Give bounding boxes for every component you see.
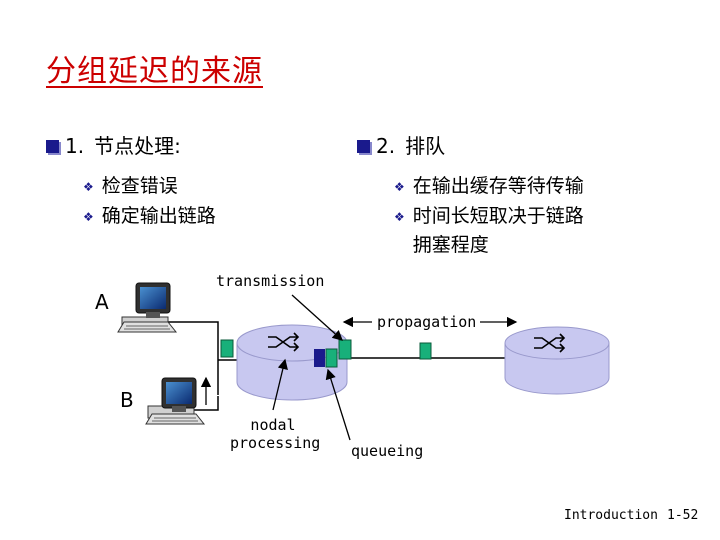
diamond-bullet-icon: ❖ (83, 210, 94, 224)
list-item-text: 确定输出链路 (101, 205, 216, 227)
computer-b-icon (145, 377, 206, 425)
transmission-label: transmission (216, 272, 325, 290)
heading-number: 1. (65, 134, 85, 158)
square-bullet-icon (357, 140, 370, 153)
section-queueing: 2. 排队 ❖ 在输出缓存等待传输 ❖ 时间长短取决于链路拥塞程度 (357, 132, 584, 260)
diamond-bullet-icon: ❖ (394, 180, 405, 194)
list-item: ❖ 确定输出链路 (83, 202, 216, 232)
heading-queueing: 2. 排队 (357, 132, 584, 160)
list-item-line-2: 拥塞程度 (412, 234, 489, 256)
queued-packet (325, 348, 338, 368)
list-item-text: 在输出缓存等待传输 (412, 175, 584, 197)
propagation-label: propagation (377, 313, 477, 331)
footer-section: Introduction (564, 508, 658, 523)
heading-number: 2. (376, 134, 396, 158)
nodal-line-1: nodal (250, 416, 296, 434)
packet-transmitting (338, 339, 352, 360)
transmission-arrow (291, 294, 343, 341)
packet-propagating (419, 342, 432, 360)
page-number: 1-52 (667, 508, 699, 523)
list-item: ❖ 检查错误 (83, 172, 216, 202)
heading-text: 节点处理: (94, 134, 181, 158)
router-x-icon (534, 333, 566, 353)
heading-text: 排队 (405, 134, 446, 158)
computer-a-icon (117, 282, 178, 333)
router-x-icon (268, 332, 300, 352)
square-bullet-icon (46, 140, 59, 153)
nodal-processing-arrow (272, 358, 288, 411)
list-item-line-1: 时间长短取决于链路 (412, 205, 584, 227)
diamond-bullet-icon: ❖ (394, 210, 405, 224)
diamond-bullet-icon: ❖ (83, 180, 94, 194)
host-b-label: B (120, 388, 134, 412)
queueing-label: queueing (351, 442, 424, 460)
list-item-text: 时间长短取决于链路拥塞程度 (413, 202, 584, 260)
queued-packet (314, 349, 325, 367)
list-item: ❖ 在输出缓存等待传输 (394, 172, 584, 202)
packet-in-transit (220, 339, 234, 358)
section-nodal-processing: 1. 节点处理: ❖ 检查错误 ❖ 确定输出链路 (46, 132, 216, 232)
list-item: ❖ 时间长短取决于链路拥塞程度 (394, 202, 584, 260)
nodal-line-2: processing (230, 434, 321, 452)
queueing-arrow (325, 368, 351, 441)
page-title: 分组延迟的来源 (46, 54, 263, 89)
host-a-label: A (95, 290, 109, 314)
nodal-processing-label: nodal processing (230, 416, 321, 452)
router-2 (504, 326, 610, 395)
list-item-text: 检查错误 (101, 175, 178, 197)
heading-nodal: 1. 节点处理: (46, 132, 216, 160)
